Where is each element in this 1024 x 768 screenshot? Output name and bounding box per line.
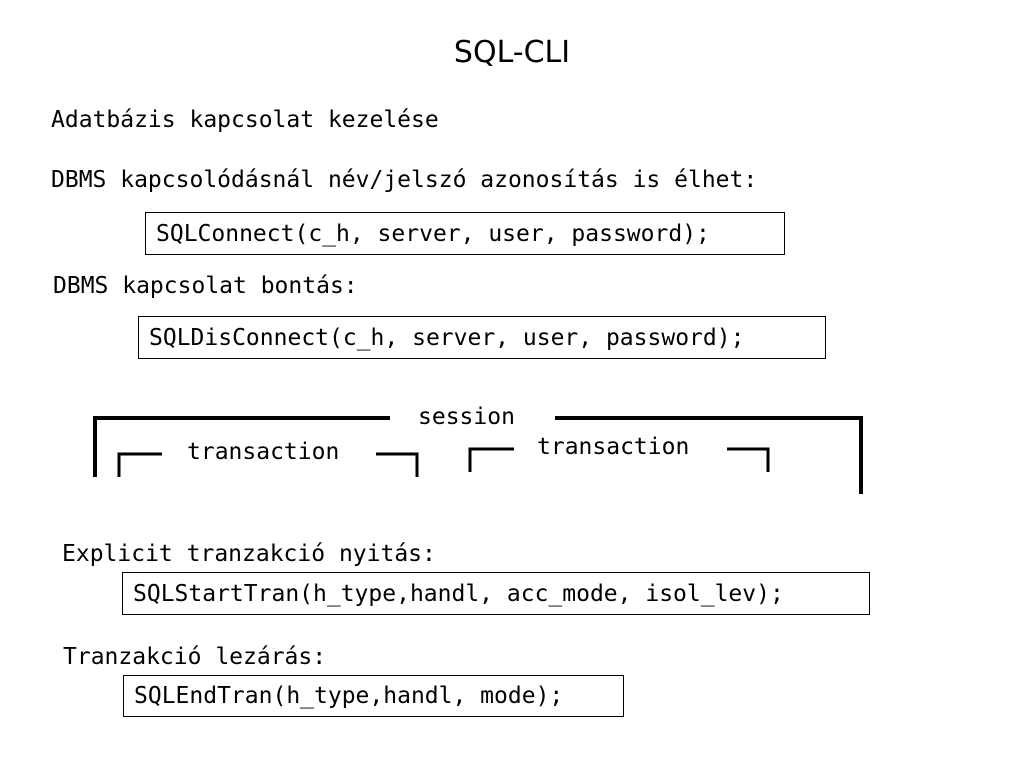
session-label: session bbox=[418, 404, 515, 430]
start-tran-code: SQLStartTran(h_type,handl, acc_mode, iso… bbox=[133, 580, 784, 607]
session-bracket bbox=[93, 416, 863, 494]
disconnect-intro-text: DBMS kapcsolat bontás: bbox=[53, 273, 358, 299]
end-tran-code-box: SQLEndTran(h_type,handl, mode); bbox=[123, 675, 624, 717]
disconnect-code: SQLDisConnect(c_h, server, user, passwor… bbox=[149, 324, 745, 351]
start-tran-intro-text: Explicit tranzakció nyitás: bbox=[62, 541, 436, 567]
connect-intro-text: DBMS kapcsolódásnál név/jelszó azonosítá… bbox=[51, 167, 758, 193]
section-heading: Adatbázis kapcsolat kezelése bbox=[51, 107, 439, 133]
transaction-2-label: transaction bbox=[537, 434, 690, 460]
transaction-1-label: transaction bbox=[187, 439, 340, 465]
transaction-1-bracket bbox=[117, 452, 419, 477]
session-transaction-diagram bbox=[93, 416, 863, 494]
end-tran-intro-text: Tranzakció lezárás: bbox=[63, 644, 327, 670]
connect-code-box: SQLConnect(c_h, server, user, password); bbox=[145, 212, 785, 255]
disconnect-code-box: SQLDisConnect(c_h, server, user, passwor… bbox=[138, 316, 826, 359]
page-title: SQL-CLI bbox=[453, 35, 571, 70]
end-tran-code: SQLEndTran(h_type,handl, mode); bbox=[134, 683, 564, 709]
start-tran-code-box: SQLStartTran(h_type,handl, acc_mode, iso… bbox=[122, 572, 870, 615]
connect-code: SQLConnect(c_h, server, user, password); bbox=[156, 220, 710, 247]
transaction-2-bracket bbox=[468, 447, 770, 472]
